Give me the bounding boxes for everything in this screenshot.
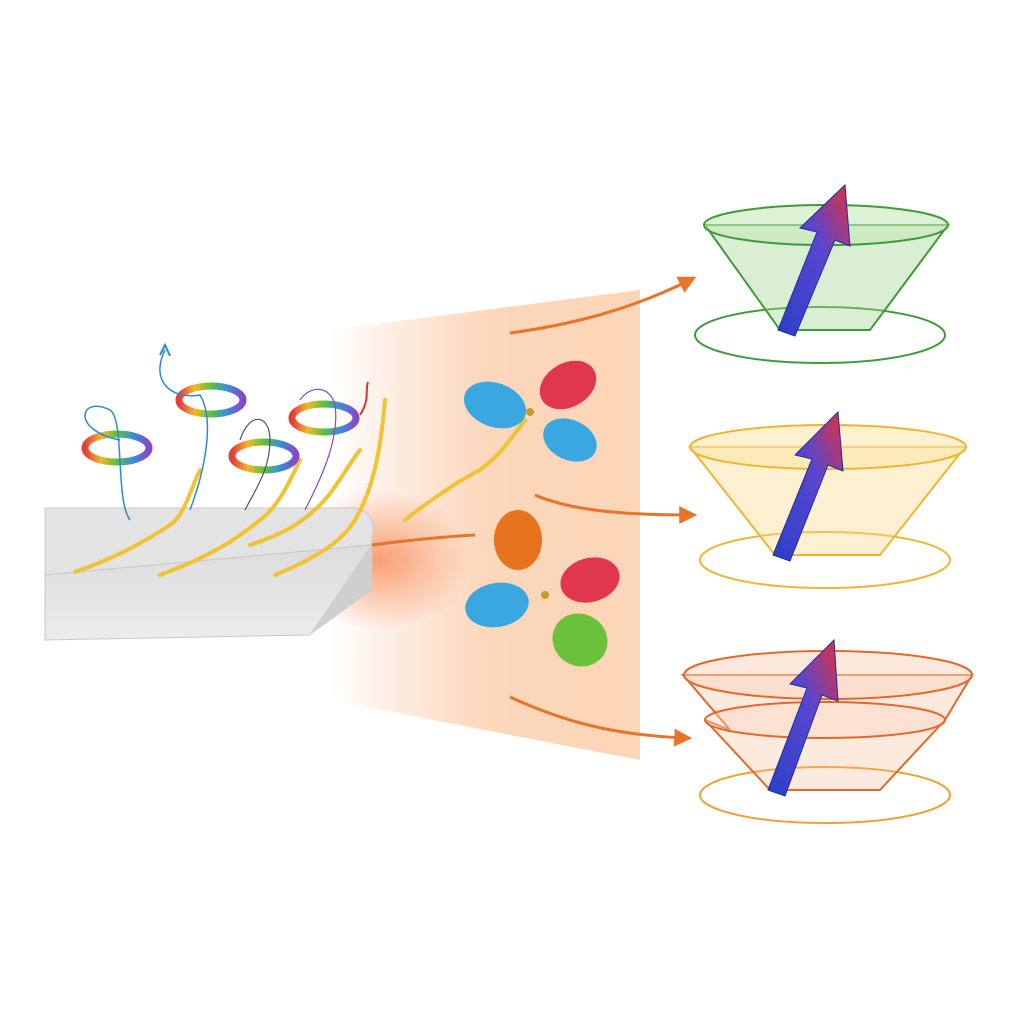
- spin-rings: [81, 342, 369, 521]
- spin-arrow-icon: [777, 183, 851, 337]
- arrow-to-yellow-cone: [534, 493, 698, 524]
- spin-arrow-icon: [767, 638, 839, 797]
- transfer-arrows: [509, 276, 698, 747]
- material-slab: [44, 507, 374, 641]
- incoming-arrow: [371, 533, 476, 547]
- spin-ring-icon: [228, 418, 300, 511]
- orbital-lobes-icon: [465, 510, 620, 667]
- spin-ring-icon: [159, 342, 247, 511]
- spin-ring-icon: [288, 381, 369, 511]
- orbital-lobes-icon: [464, 360, 597, 462]
- spin-ring-icon: [81, 405, 153, 521]
- spin-arrow-icon: [772, 410, 844, 562]
- arrow-to-orange-cone: [509, 695, 693, 747]
- current-waves: [73, 398, 527, 577]
- precession-cone-icon: [687, 424, 968, 589]
- precession-cone-icon: [680, 650, 974, 824]
- arrow-to-green-cone: [509, 276, 697, 335]
